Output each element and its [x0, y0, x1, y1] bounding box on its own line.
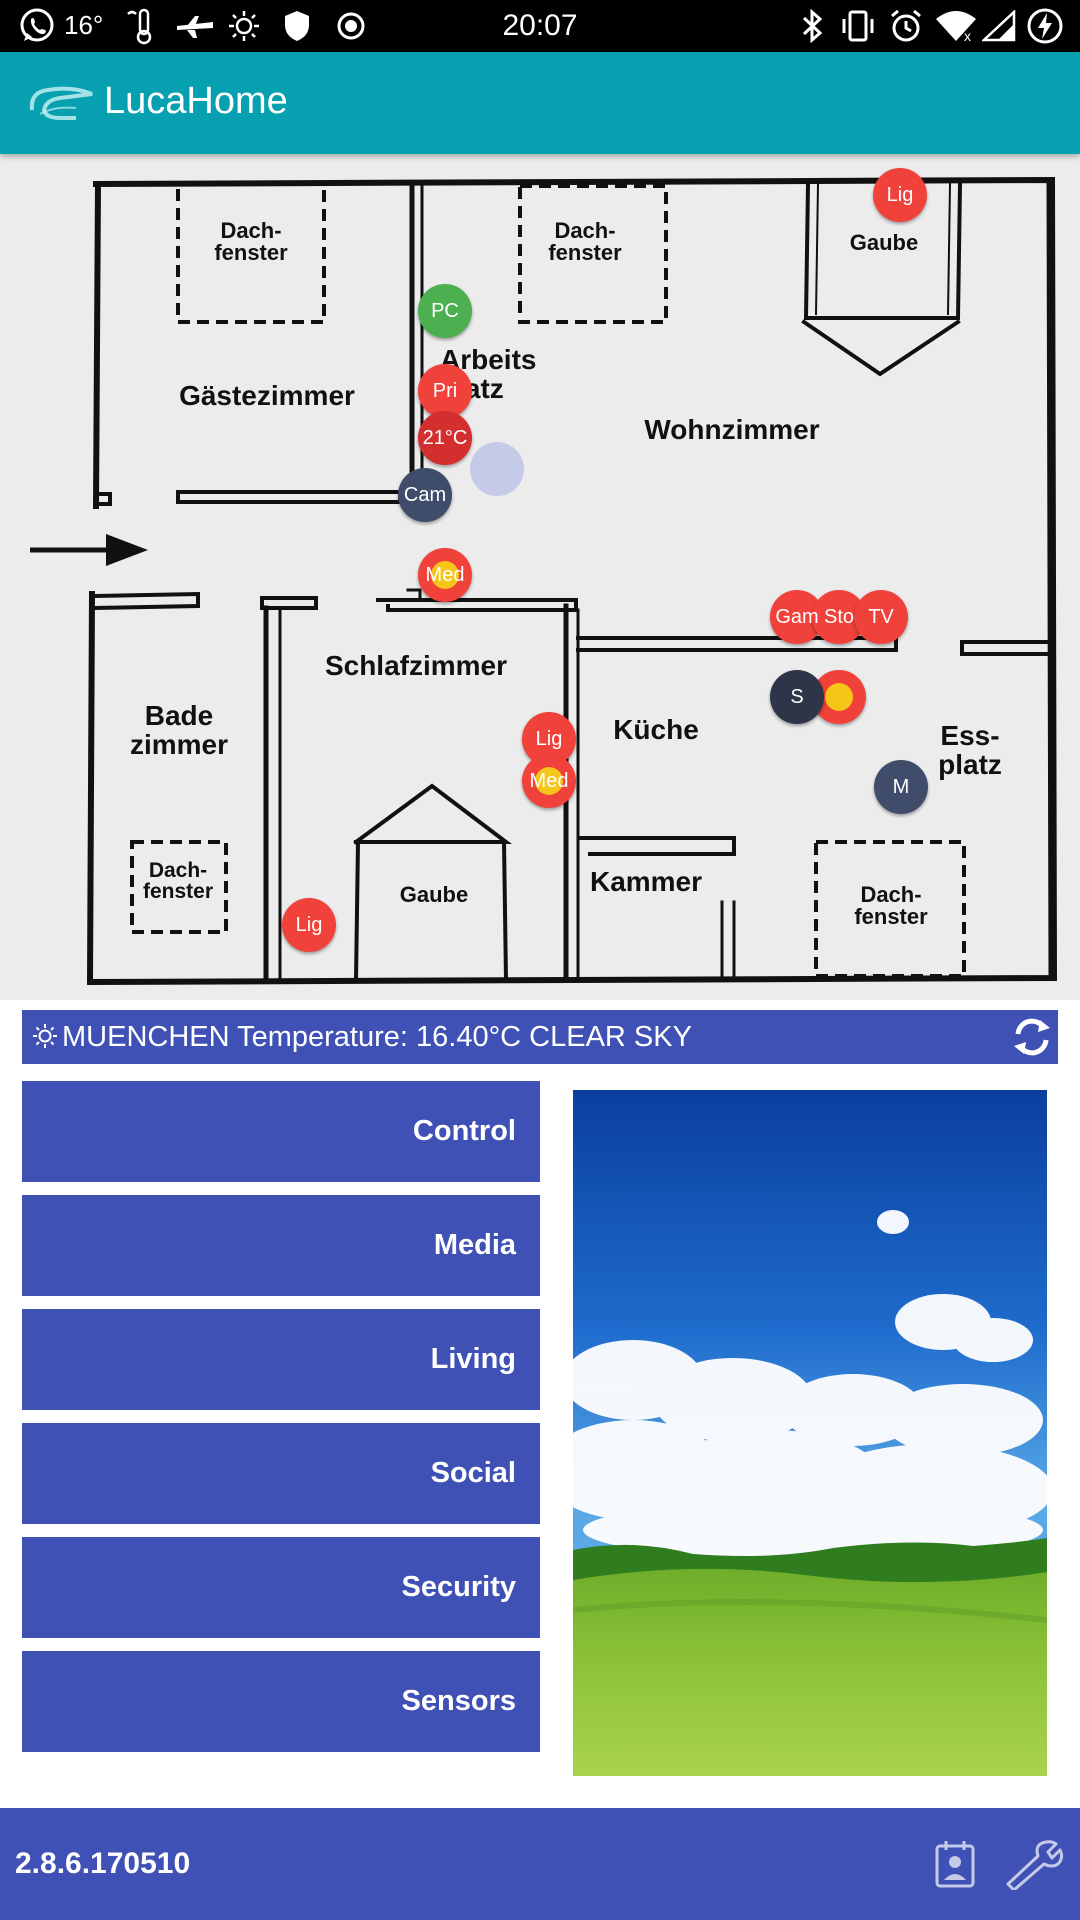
room-label-badezimmer: Bade zimmer — [112, 700, 246, 760]
room-label-gaestezimmer: Gästezimmer — [179, 380, 355, 411]
room-label-essplatz: Ess- platz — [922, 720, 1018, 780]
room-label-dachfenster-4-text: Dach- fenster — [854, 882, 928, 930]
wifi-icon: x — [936, 11, 976, 43]
app-bar: LucaHome — [0, 52, 1080, 154]
device-tv-label: TV — [868, 606, 894, 628]
sun-icon — [33, 1024, 57, 1048]
device-media-hall-indicator — [431, 561, 459, 589]
device-media-schlafzimmer-indicator — [535, 767, 563, 795]
device-media-schlafzimmer-label: Med — [529, 770, 569, 792]
app-title: LucaHome — [104, 80, 288, 122]
refresh-icon[interactable] — [1010, 1016, 1054, 1058]
airplane-icon — [177, 16, 213, 38]
alarm-icon — [891, 9, 921, 42]
device-pc-label: PC — [431, 300, 459, 322]
device-tv[interactable]: TV — [854, 590, 908, 644]
media-button[interactable]: Media — [22, 1195, 540, 1296]
bluetooth-icon — [802, 9, 823, 43]
device-camera[interactable]: Cam — [398, 468, 452, 522]
device-media-hall[interactable]: Med — [418, 548, 472, 602]
device-s[interactable]: S — [770, 670, 824, 724]
app-version: 2.8.6.170510 — [15, 1847, 191, 1880]
device-storage-label: Sto — [823, 606, 855, 628]
footer-bar: 2.8.6.170510 — [0, 1808, 1080, 1920]
weather-text: MUENCHEN Temperature: 16.40°C CLEAR SKY — [62, 1021, 692, 1053]
wrench-icon[interactable] — [1004, 1838, 1066, 1890]
room-label-dachfenster-3: Dach- fenster — [124, 860, 232, 903]
sun-icon — [229, 11, 259, 41]
device-pc[interactable]: PC — [418, 284, 472, 338]
shield-icon — [285, 11, 309, 41]
record-icon — [337, 12, 365, 40]
room-label-schlafzimmer: Schlafzimmer — [324, 650, 508, 681]
weather-bar: MUENCHEN Temperature: 16.40°C CLEAR SKY — [22, 1010, 1058, 1064]
device-m-label: M — [892, 776, 910, 798]
whatsapp-icon — [20, 8, 54, 42]
device-camera-label: Cam — [403, 484, 447, 506]
room-label-gaube-bottom: Gaube — [399, 882, 469, 907]
device-light-gaube-label: Lig — [886, 184, 914, 206]
battery-charging-icon — [1027, 8, 1063, 44]
room-label-badezimmer-text: Bade zimmer — [129, 700, 229, 760]
room-label-kueche: Küche — [613, 714, 699, 745]
device-printer[interactable]: Pri — [418, 364, 472, 418]
device-temperature[interactable]: 21°C — [418, 411, 472, 465]
room-label-gaube-top: Gaube — [849, 230, 919, 255]
room-label-dachfenster-4: Dach- fenster — [836, 882, 946, 930]
security-button[interactable]: Security — [22, 1537, 540, 1638]
room-label-dachfenster-1-text: Dach- fenster — [214, 218, 288, 266]
control-button[interactable]: Control — [22, 1081, 540, 1182]
device-light-schlafzimmer-label: Lig — [535, 728, 563, 750]
living-button[interactable]: Living — [22, 1309, 540, 1410]
device-gaming-label: Gam — [775, 606, 819, 628]
device-media-kitchen[interactable] — [812, 670, 866, 724]
device-light-bottom[interactable]: Lig — [282, 898, 336, 952]
room-label-dachfenster-3-text: Dach- fenster — [142, 859, 214, 904]
device-s-label: S — [790, 686, 804, 708]
room-label-kammer: Kammer — [589, 866, 703, 897]
device-media-hall-label: Med — [425, 564, 465, 586]
room-label-dachfenster-2-text: Dach- fenster — [548, 218, 622, 266]
device-printer-label: Pri — [432, 380, 458, 402]
device-light-bottom-label: Lig — [295, 914, 323, 936]
device-gaming[interactable]: Gam — [770, 590, 824, 644]
room-label-dachfenster-1: Dach- fenster — [196, 218, 306, 266]
status-weather-temp: 16° — [64, 10, 104, 40]
lucahome-logo-icon — [29, 86, 93, 120]
room-label-dachfenster-2: Dach- fenster — [530, 218, 640, 266]
device-media-kitchen-indicator — [825, 683, 853, 711]
device-light-gaube[interactable]: Lig — [873, 168, 927, 222]
svg-text:x: x — [964, 28, 971, 43]
device-placeholder-marker[interactable] — [470, 442, 524, 496]
device-temperature-label: 21°C — [422, 427, 468, 449]
floor-plan: Dach- fenster Dach- fenster Gaube Gästez… — [0, 154, 1080, 1000]
weather-landscape-image — [573, 1090, 1047, 1776]
device-m[interactable]: M — [874, 760, 928, 814]
social-button[interactable]: Social — [22, 1423, 540, 1524]
contact-badge-icon[interactable] — [932, 1838, 978, 1890]
device-media-schlafzimmer[interactable]: Med — [522, 754, 576, 808]
status-time: 20:07 — [502, 9, 578, 42]
room-label-wohnzimmer: Wohnzimmer — [644, 414, 820, 445]
room-label-essplatz-text: Ess- platz — [938, 720, 1002, 780]
vibrate-icon — [842, 10, 874, 42]
thermometer-icon — [127, 8, 152, 45]
status-bar: 16° 20:07 — [0, 0, 1080, 52]
sensors-button[interactable]: Sensors — [22, 1651, 540, 1752]
signal-icon — [982, 10, 1016, 42]
